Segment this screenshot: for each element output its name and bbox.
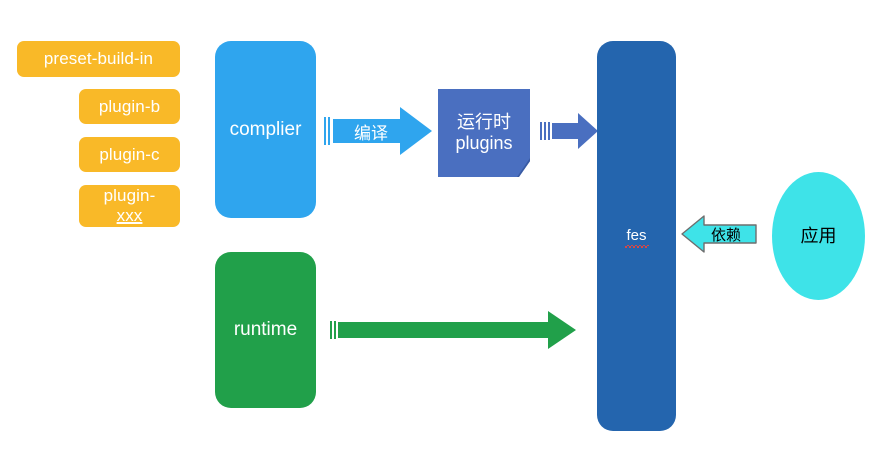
chip-label: plugin-c (99, 144, 160, 164)
arrow-compile (324, 103, 434, 159)
arrow-dependency-text: 依赖 (710, 226, 741, 244)
chip-label-suffix: xxx (116, 206, 143, 225)
folded-corner-icon (517, 158, 530, 177)
node-runtime-plugins-line2: plugins (455, 133, 513, 153)
node-application-label: 应用 (800, 225, 837, 246)
node-fes[interactable]: fes (597, 41, 676, 431)
arrow-plugins-to-fes (540, 110, 600, 152)
node-runtime-plugins-line1: 运行时 (457, 112, 511, 133)
chip-label: plugin- (103, 186, 156, 206)
node-complier[interactable]: complier (215, 41, 316, 218)
arrow-compile-label: 编译 (340, 117, 402, 145)
node-runtime-plugins[interactable]: 运行时 plugins (438, 89, 530, 177)
chip-plugin-c[interactable]: plugin-c (79, 137, 180, 172)
chip-label: preset-build-in (43, 49, 154, 69)
arrow-dependency-label: 依赖 (698, 214, 754, 254)
arrow-compile-text: 编译 (354, 123, 388, 143)
node-complier-label: complier (229, 118, 302, 140)
chip-plugin-xxx[interactable]: plugin- xxx (79, 185, 180, 227)
chip-preset-build-in[interactable]: preset-build-in (17, 41, 180, 77)
chip-plugin-b[interactable]: plugin-b (79, 89, 180, 124)
node-runtime[interactable]: runtime (215, 252, 316, 408)
chip-label: plugin-b (98, 96, 161, 116)
node-fes-label: fes (625, 227, 649, 248)
arrow-dependency (680, 212, 758, 256)
node-runtime-label: runtime (233, 319, 298, 341)
node-application[interactable]: 应用 (772, 172, 865, 300)
arrow-runtime-to-fes (330, 308, 578, 352)
